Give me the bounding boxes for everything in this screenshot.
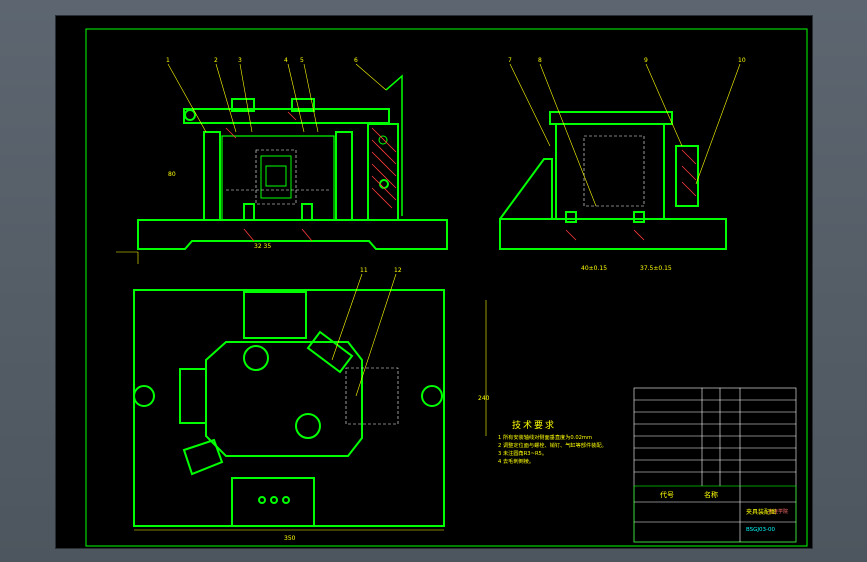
tb-drawing-code: BSGJ03-00 — [746, 527, 776, 533]
svg-text:350: 350 — [284, 535, 296, 542]
svg-text:40±0.15: 40±0.15 — [581, 265, 607, 272]
tb-drawing-name: 夹具装配图 — [746, 509, 777, 516]
side-hidden — [583, 135, 645, 207]
leaders — [116, 63, 741, 531]
svg-text:11: 11 — [360, 267, 368, 274]
svg-text:9: 9 — [644, 57, 648, 64]
note-item: 3 未注圆角R3~R5。 — [498, 451, 548, 457]
svg-text:2: 2 — [214, 57, 218, 64]
note-item: 2 调整定位面与螺栓、销钉、气缸等部件装配。 — [498, 443, 607, 449]
note-item: 1 所有安装轴线对侧面垂直度为0.02mm — [498, 435, 593, 441]
svg-text:240: 240 — [478, 395, 490, 402]
technical-requirements: 技术要求 1 所有安装轴线对侧面垂直度为0.02mm 2 调整定位面与螺栓、销钉… — [498, 422, 607, 466]
notes-title: 技术要求 — [512, 421, 557, 431]
tb-code-header: 代号 — [660, 491, 674, 499]
svg-text:8: 8 — [538, 57, 542, 64]
front-hatch — [225, 111, 397, 242]
svg-text:12: 12 — [394, 267, 402, 274]
svg-text:1: 1 — [166, 57, 170, 64]
note-item: 4 去毛刺倒棱。 — [498, 459, 535, 465]
front-hidden — [226, 149, 330, 205]
side-view — [499, 111, 727, 250]
svg-text:37.5±0.15: 37.5±0.15 — [640, 265, 672, 272]
svg-text:7: 7 — [508, 57, 512, 64]
drawing-border — [85, 28, 808, 547]
title-block — [633, 387, 797, 543]
svg-text:32 35: 32 35 — [254, 243, 271, 250]
svg-text:6: 6 — [354, 57, 358, 64]
side-hatch — [565, 149, 697, 241]
tb-school: 大连学院 — [768, 509, 789, 515]
plan-hidden — [345, 367, 399, 425]
svg-text:3: 3 — [238, 57, 242, 64]
svg-text:4: 4 — [284, 57, 288, 64]
svg-text:5: 5 — [300, 57, 304, 64]
plan-view — [133, 289, 445, 527]
svg-text:80: 80 — [168, 171, 176, 178]
front-view — [137, 74, 448, 250]
svg-text:10: 10 — [738, 57, 746, 64]
tb-name-header: 名称 — [704, 491, 718, 499]
